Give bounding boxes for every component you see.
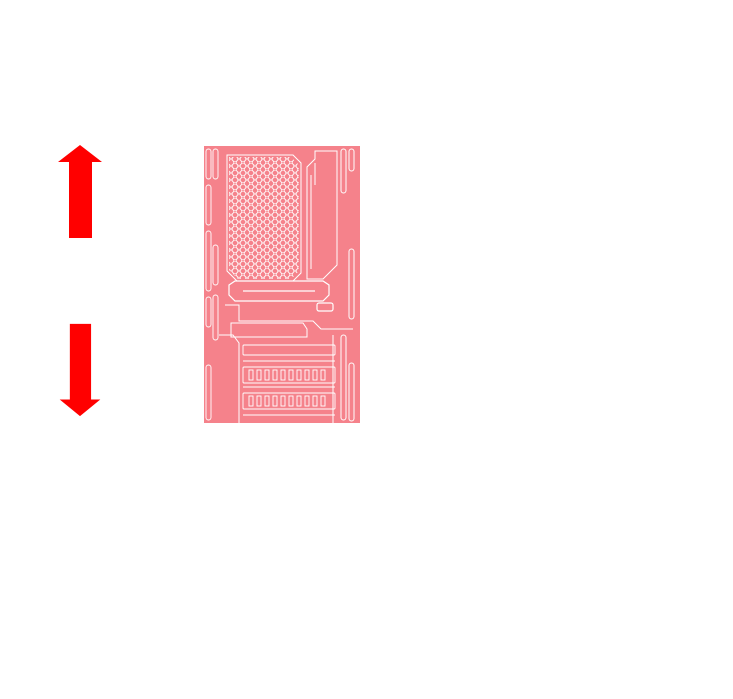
hex-grille [226,154,302,282]
handle-bar [228,280,334,312]
arrow-up-icon[interactable] [56,144,104,240]
vent-rows [242,344,336,416]
arrow-down-shape [59,323,101,417]
mid-frame [219,304,353,423]
right-frame [306,148,355,422]
case-panel-illustration [203,145,361,424]
arrow-up-shape [58,145,102,238]
arrow-down-icon[interactable] [56,322,104,418]
left-slots [205,148,219,421]
